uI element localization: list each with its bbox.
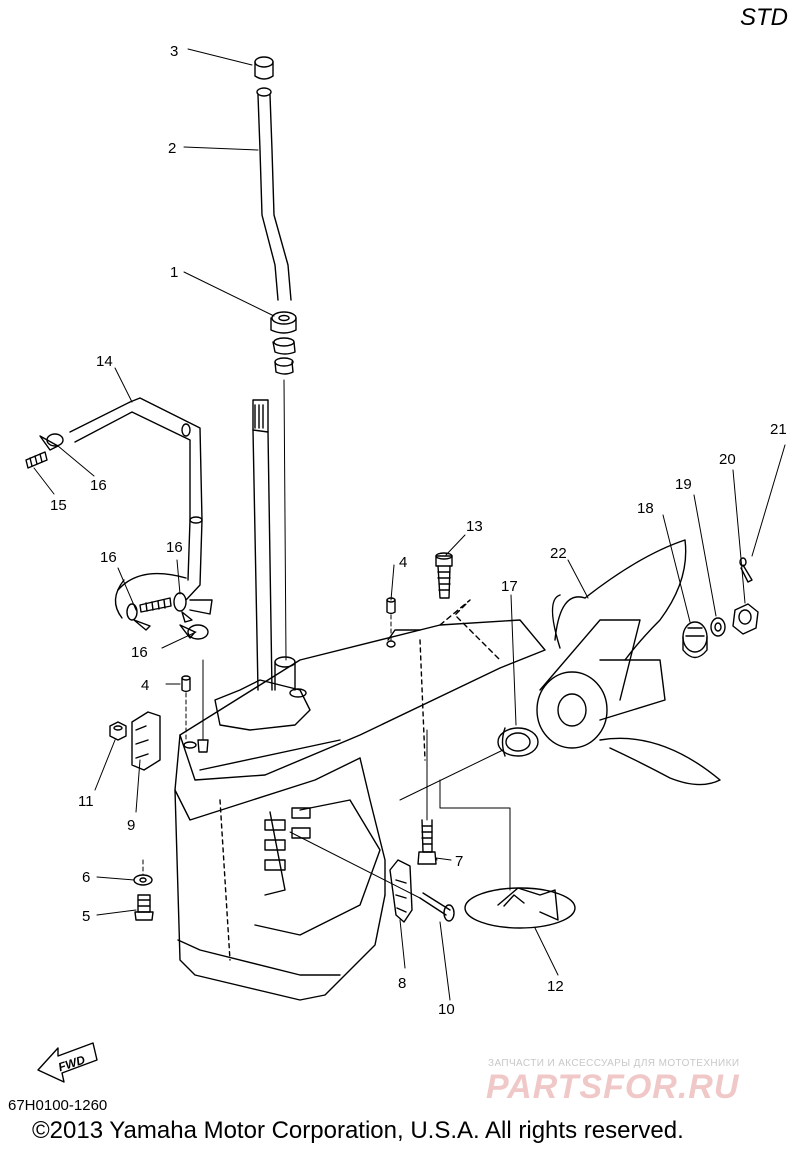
- callout-16-left: 16: [100, 549, 117, 566]
- callout-labels: 3 2 1 14 16 15 16 16 16 4 11 9 6 5 4 13 …: [50, 43, 787, 1074]
- hose-14: [69, 397, 213, 619]
- leader-lines: [33, 48, 786, 1001]
- fwd-arrow-icon: [37, 1042, 98, 1083]
- screw-10: [419, 892, 455, 922]
- callout-14: 14: [96, 353, 113, 370]
- callout-4-left: 4: [141, 677, 149, 694]
- washer-19: [710, 617, 726, 637]
- callout-1: 1: [170, 264, 178, 281]
- callout-17: 17: [501, 578, 518, 595]
- callout-20: 20: [719, 451, 736, 468]
- callout-6: 6: [82, 869, 90, 886]
- callout-22: 22: [550, 545, 567, 562]
- nut-11: [109, 721, 127, 741]
- variant-label: STD: [740, 4, 788, 31]
- callout-10: 10: [438, 1001, 455, 1018]
- washer-6: [133, 874, 153, 886]
- bracket-9: [131, 711, 161, 771]
- callout-16-top: 16: [90, 477, 107, 494]
- callout-21: 21: [770, 421, 787, 438]
- callout-11: 11: [78, 793, 94, 810]
- callout-16-center: 16: [166, 539, 183, 556]
- cotter-pin-21: [739, 557, 753, 583]
- dowel-pin-left: [181, 675, 191, 693]
- callout-5: 5: [82, 908, 90, 925]
- lower-case-housing: [174, 599, 546, 1001]
- callout-8: 8: [398, 975, 406, 992]
- callout-13: 13: [466, 518, 483, 535]
- callout-18: 18: [637, 500, 654, 517]
- watermark-tagline: ЗАПЧАСТИ И АКСЕССУАРЫ ДЛЯ МОТОТЕХНИКИ: [488, 1058, 740, 1069]
- callout-2: 2: [168, 140, 176, 157]
- grommet-3: [254, 56, 274, 80]
- callout-9: 9: [127, 817, 135, 834]
- water-tube: [256, 87, 292, 301]
- drive-shaft: [252, 399, 273, 691]
- watermark-brand: PARTSFOR.RU: [486, 1068, 740, 1106]
- trim-tab-anode-12: [464, 887, 576, 929]
- hose-clips-16: [39, 433, 209, 640]
- propeller-nut-20: [732, 603, 759, 635]
- copyright-notice: ©2013 Yamaha Motor Corporation, U.S.A. A…: [32, 1117, 684, 1144]
- bolt-7: [417, 819, 437, 865]
- bolt-13: [435, 552, 453, 599]
- callout-4-top: 4: [399, 554, 407, 571]
- thrust-spacer-17: [497, 727, 539, 757]
- callout-7: 7: [455, 853, 463, 870]
- fwd-label: FWD: [56, 1053, 87, 1075]
- diagram-code: 67H0100-1260: [8, 1097, 108, 1114]
- cover-8: [389, 859, 413, 923]
- callout-16-bottom: 16: [131, 644, 148, 661]
- grommet-1: [270, 311, 297, 375]
- bolt-5: [134, 894, 154, 921]
- callout-12: 12: [547, 978, 564, 995]
- callout-19: 19: [675, 476, 692, 493]
- spacer-18: [682, 621, 708, 659]
- callout-3: 3: [170, 43, 178, 60]
- callout-15: 15: [50, 497, 67, 514]
- hose-fitting-15: [25, 451, 48, 469]
- propeller-22: [536, 539, 721, 786]
- hose-fitting-center: [139, 597, 172, 613]
